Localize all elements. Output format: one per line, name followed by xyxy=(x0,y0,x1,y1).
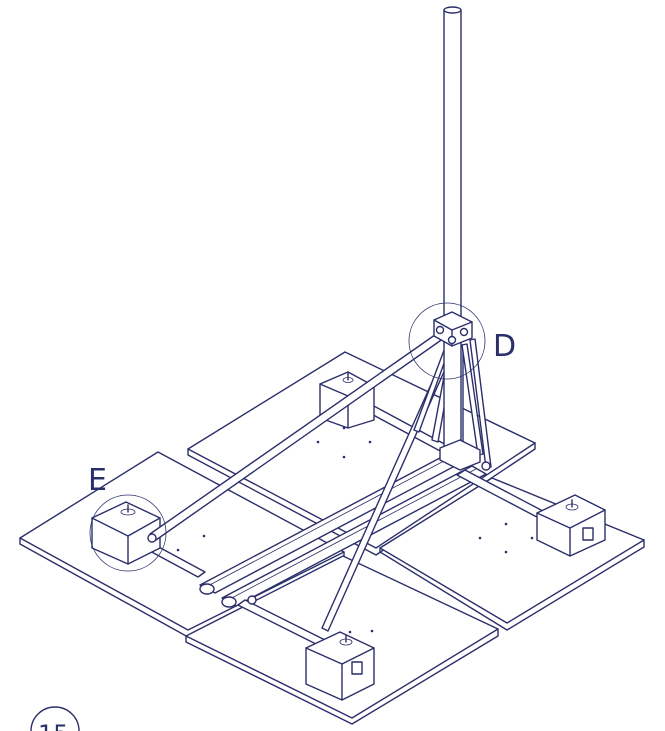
step-number: 15 xyxy=(38,720,69,731)
pad-mounting-holes xyxy=(176,426,534,646)
detail-circle-d xyxy=(408,302,486,380)
bolts xyxy=(147,325,491,605)
roof-pads xyxy=(19,351,645,725)
step-number-badge: 15 xyxy=(30,706,80,731)
detail-label-d: D xyxy=(493,329,516,364)
ballast-block-left xyxy=(91,501,161,565)
ballast-block-right xyxy=(536,494,606,557)
base-rails xyxy=(147,404,561,646)
support-struts xyxy=(149,329,492,632)
ballast-block-front xyxy=(305,631,375,701)
detail-label-e: E xyxy=(88,463,107,498)
ballast-blocks xyxy=(91,371,606,701)
roof-pad-back xyxy=(187,351,536,556)
detail-circle-e xyxy=(89,494,167,572)
